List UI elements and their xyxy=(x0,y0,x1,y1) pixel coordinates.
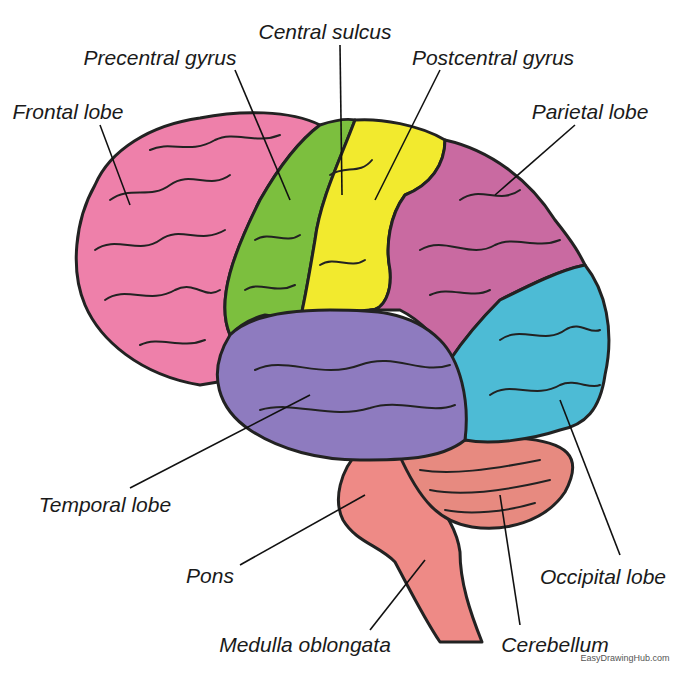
watermark: EasyDrawingHub.com xyxy=(578,653,671,665)
part-label: Temporal lobe xyxy=(39,493,171,516)
temporal-lobe-shape xyxy=(217,310,466,460)
part-label: Precentral gyrus xyxy=(84,46,237,69)
part-label: Pons xyxy=(186,564,234,587)
part-label: Frontal lobe xyxy=(13,100,124,123)
part-label: Medulla oblongata xyxy=(219,633,391,656)
leader-lines xyxy=(100,45,620,630)
part-label: Central sulcus xyxy=(258,20,391,43)
part-label: Occipital lobe xyxy=(540,565,666,588)
gyri-folds xyxy=(95,135,600,512)
occipital-lobe-shape xyxy=(450,265,609,442)
part-label: Postcentral gyrus xyxy=(412,46,574,69)
part-label: Parietal lobe xyxy=(532,100,649,123)
